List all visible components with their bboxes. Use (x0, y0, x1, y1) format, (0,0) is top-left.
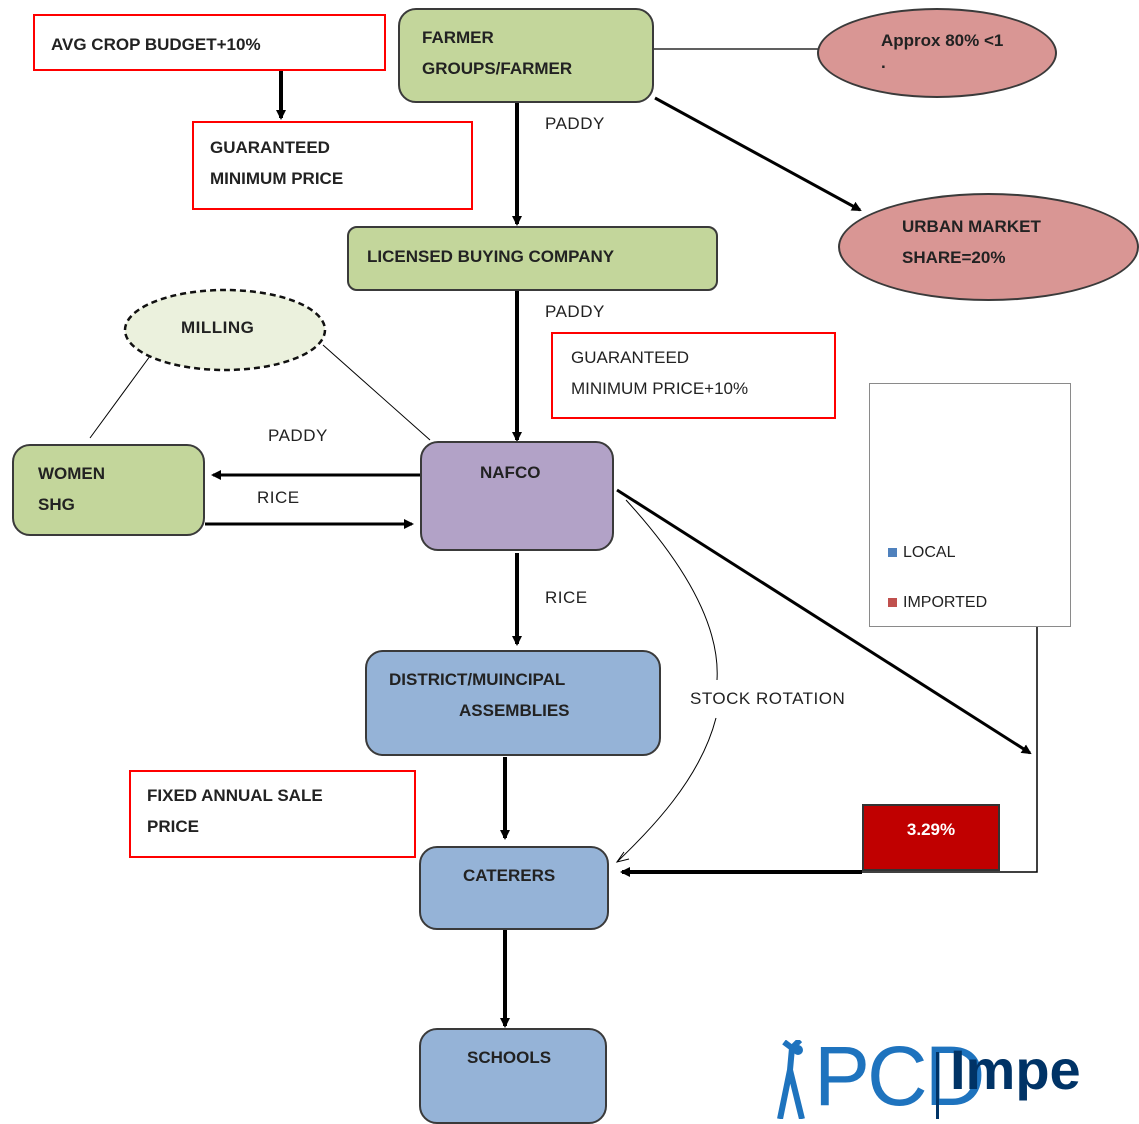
legend-item-imported: IMPORTED (888, 594, 987, 612)
stock-rotation-label: STOCK ROTATION (690, 689, 846, 708)
arrow-nafco-to-imports (616, 488, 1032, 755)
nafco-node: NAFCO (420, 441, 614, 551)
gmp-line-1: GUARANTEED (210, 138, 330, 157)
farmer-line-1: FARMER (422, 28, 494, 47)
legend-label-local: LOCAL (903, 544, 956, 561)
urban-line-1: URBAN MARKET (902, 217, 1041, 236)
milling-label: MILLING (181, 318, 255, 337)
rice-label-nafco-district: RICE (545, 588, 588, 607)
women-line-2: SHG (38, 495, 75, 515)
avg-budget-line-1: AVG CROP BUDGET+10% (51, 35, 261, 54)
avg-crop-budget-note: AVG CROP BUDGET+10% (33, 14, 386, 71)
urban-market-ellipse: URBAN MARKET SHARE=20% (838, 193, 1139, 301)
fixed-annual-sale-price-note: FIXED ANNUAL SALE PRICE (129, 770, 416, 858)
women-line-1: WOMEN (38, 464, 106, 483)
curve-stock-rotation-top (625, 499, 718, 681)
legend-swatch-imported (888, 598, 897, 608)
caterers-node: CATERERS (419, 846, 609, 930)
caterers-line-1: CATERERS (463, 866, 556, 885)
logo-divider (936, 1052, 939, 1119)
urban-line-2: SHARE=20% (902, 248, 1006, 268)
schools-node: SCHOOLS (419, 1028, 607, 1124)
paddy-label-lbc-nafco: PADDY (545, 302, 605, 321)
gmp-line-2: MINIMUM PRICE (210, 169, 344, 189)
approx-line-1: Approx 80% <1 (881, 31, 1004, 50)
guaranteed-minimum-price-plus-note: GUARANTEED MINIMUM PRICE+10% (551, 332, 836, 419)
farmer-line-2: GROUPS/FARMER (422, 59, 573, 79)
milling-ellipse-shape (123, 288, 327, 372)
paddy-label-nafco-women: PADDY (268, 426, 328, 445)
fixed-price-line-2: PRICE (147, 817, 199, 837)
farmer-groups-node: FARMER GROUPS/FARMER (398, 8, 654, 103)
district-assemblies-node: DISTRICT/MUINCIPAL ASSEMBLIES (365, 650, 661, 756)
fixed-price-line-1: FIXED ANNUAL SALE (147, 786, 323, 805)
lbc-line-1: LICENSED BUYING COMPANY (367, 247, 615, 266)
import-share-box: 3.29% (862, 804, 1000, 871)
approx-line-2: . (881, 53, 886, 73)
logo-pcd-text: PCD (814, 1029, 985, 1123)
ipcd-logo: PCD Impe (770, 1034, 1139, 1119)
curve-stock-rotation-bottom (616, 717, 717, 863)
legend-item-local: LOCAL (888, 544, 955, 562)
district-line-1: DISTRICT/MUINCIPAL (389, 670, 566, 689)
line-milling-to-women (89, 351, 154, 439)
legend-swatch-local (888, 548, 897, 558)
nafco-line-1: NAFCO (480, 463, 541, 482)
rice-label-women-nafco: RICE (257, 488, 300, 507)
gmp-plus-line-1: GUARANTEED (571, 348, 690, 367)
line-milling-to-nafco (322, 344, 431, 441)
pie-legend-box: LOCAL IMPORTED (869, 383, 1071, 627)
approx-80-ellipse: Approx 80% <1 . (817, 8, 1057, 98)
logo-impe-text: Impe (950, 1038, 1081, 1101)
gmp-plus-line-2: MINIMUM PRICE+10% (571, 379, 749, 399)
arrow-farmer-to-urban (654, 96, 862, 212)
licensed-buying-company-node: LICENSED BUYING COMPANY (347, 226, 718, 291)
legend-label-imported: IMPORTED (903, 594, 988, 611)
district-line-2: ASSEMBLIES (459, 701, 570, 721)
women-shg-node: WOMEN SHG (12, 444, 205, 536)
guaranteed-minimum-price-note: GUARANTEED MINIMUM PRICE (192, 121, 473, 210)
schools-line-1: SCHOOLS (467, 1048, 552, 1067)
arrowhead-stock-rotation (615, 851, 630, 863)
figure-icon (777, 1040, 805, 1119)
paddy-label-farmer-lbc: PADDY (545, 114, 605, 133)
